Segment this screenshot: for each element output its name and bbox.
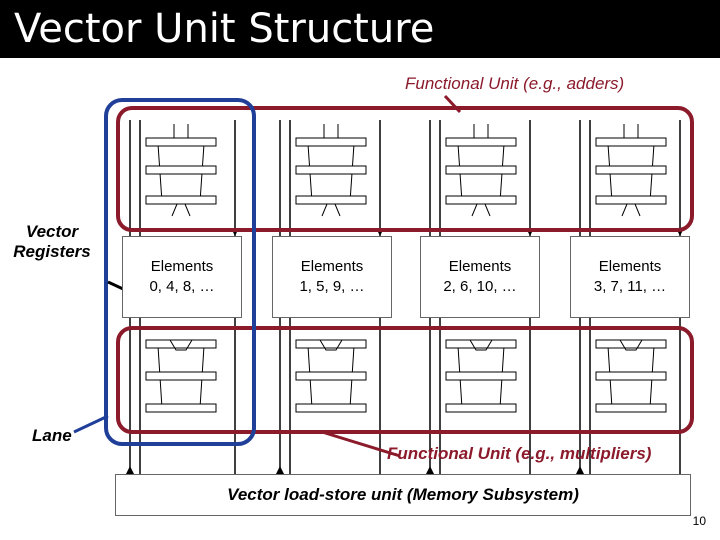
pipe-latch — [145, 195, 217, 205]
slide-title: Vector Unit Structure — [14, 6, 435, 52]
lane-leader — [73, 414, 109, 434]
pipe-latch — [445, 339, 517, 349]
vector-register-lane-3: Elements 3, 7, 11, … — [570, 236, 690, 318]
lane-outline — [104, 98, 256, 446]
adder-pipelines — [145, 124, 667, 217]
lane-2-line2: 2, 6, 10, … — [443, 278, 517, 295]
page-number: 10 — [692, 514, 706, 528]
multiplier-pipe-lane-0 — [145, 339, 217, 413]
pipe-latch — [595, 403, 667, 413]
title-bar: Vector Unit Structure — [0, 0, 720, 58]
multiplier-pipelines — [145, 339, 667, 413]
multiplier-pipe-lane-2 — [445, 339, 517, 413]
lane-label: Lane — [32, 426, 72, 445]
pipe-latch — [445, 137, 517, 147]
load-store-unit-label: Vector load-store unit (Memory Subsystem… — [227, 485, 579, 504]
lane-2-line1: Elements — [448, 258, 512, 275]
pipe-latch — [595, 137, 667, 147]
vector-register-lane-0: Elements 0, 4, 8, … — [122, 236, 242, 318]
functional-unit-adders-label: Functional Unit (e.g., adders) — [405, 74, 625, 93]
lane-1-line2: 1, 5, 9, … — [299, 278, 365, 295]
fu-bottom-leader — [321, 430, 401, 458]
pipe-latch — [295, 195, 367, 205]
vector-registers-label: Vector Registers — [13, 222, 91, 261]
pipe-latch — [295, 339, 367, 349]
arrow-up-icon — [126, 466, 134, 474]
lane-0-line2: 0, 4, 8, … — [149, 278, 215, 295]
pipe-latch — [295, 137, 367, 147]
vector-register-lane-1: Elements 1, 5, 9, … — [272, 236, 392, 318]
pipe-latch — [595, 371, 667, 381]
lane-3-line2: 3, 7, 11, … — [593, 278, 667, 295]
pipe-latch — [145, 403, 217, 413]
multiplier-pipe-lane-3 — [595, 339, 667, 413]
lane-3-line1: Elements — [598, 258, 662, 275]
pipe-latch — [445, 195, 517, 205]
pipe-latch — [595, 339, 667, 349]
multiplier-unit-outline — [116, 326, 694, 434]
arrow-up-icon — [426, 466, 434, 474]
multiplier-pipe-lane-1 — [295, 339, 367, 413]
pipe-latch — [145, 371, 217, 381]
adder-pipe-lane-3 — [595, 124, 667, 217]
vector-register-lane-2: Elements 2, 6, 10, … — [420, 236, 540, 318]
pipe-latch — [595, 195, 667, 205]
pipe-latch — [145, 137, 217, 147]
lane-0-line1: Elements — [150, 258, 214, 275]
load-store-unit: Vector load-store unit (Memory Subsystem… — [115, 474, 691, 516]
functional-unit-multipliers-label: Functional Unit (e.g., multipliers) — [387, 444, 652, 463]
pipe-latch — [445, 371, 517, 381]
pipe-latch — [295, 371, 367, 381]
arrow-up-icon — [276, 466, 284, 474]
adder-pipe-lane-2 — [445, 124, 517, 217]
pipe-latch — [295, 165, 367, 175]
fu-top-leader — [443, 94, 462, 114]
arrow-up-icon — [576, 466, 584, 474]
lane-1-line1: Elements — [300, 258, 364, 275]
adder-pipe-lane-0 — [145, 124, 217, 217]
pipe-latch — [295, 403, 367, 413]
pipe-latch — [145, 339, 217, 349]
adder-unit-outline — [116, 106, 694, 232]
pipe-latch — [445, 403, 517, 413]
pipe-latch — [145, 165, 217, 175]
pipe-latch — [595, 165, 667, 175]
adder-pipe-lane-1 — [295, 124, 367, 217]
pipe-latch — [445, 165, 517, 175]
